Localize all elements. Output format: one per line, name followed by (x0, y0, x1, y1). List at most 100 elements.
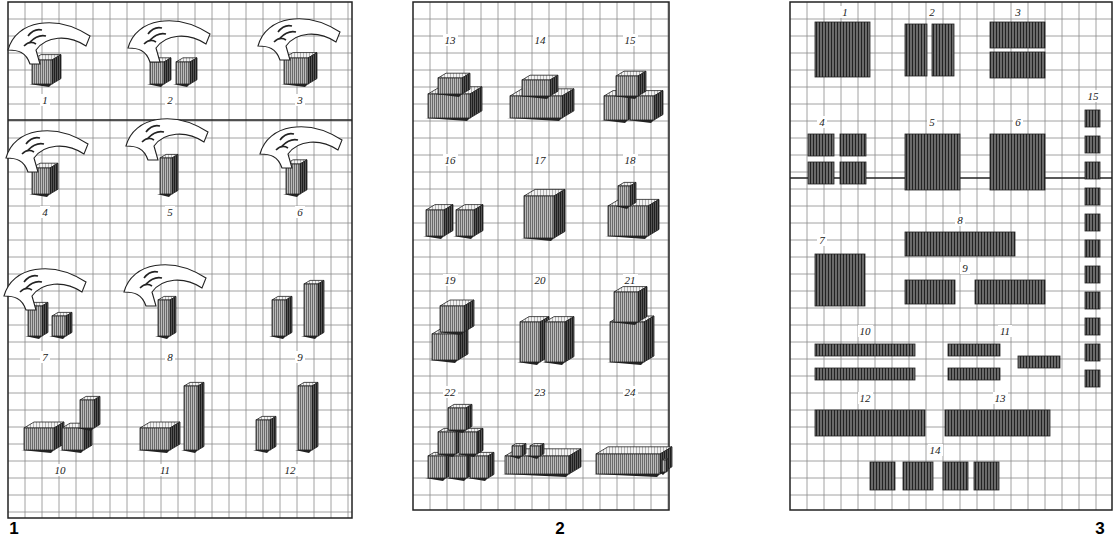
building-block (435, 73, 470, 97)
building-block (517, 317, 549, 365)
block-shadow (29, 194, 50, 197)
block-front (272, 300, 286, 336)
block-side (444, 205, 453, 236)
grid-line (280, 2, 281, 518)
block-shadow (147, 84, 164, 87)
flat-block (975, 280, 1045, 304)
building-block (593, 447, 672, 477)
flat-block (1018, 356, 1060, 368)
figure-number: 1 (840, 6, 850, 18)
grid-line (790, 359, 1112, 360)
building-block (456, 428, 483, 457)
block-shadow (77, 428, 94, 431)
block-shadow (607, 362, 644, 365)
block-front (545, 322, 565, 362)
block-side (50, 163, 58, 194)
flat-block (905, 134, 960, 190)
hand-drawing (126, 119, 208, 160)
grid-line (8, 461, 352, 462)
plate-number: 3 (1093, 520, 1106, 539)
grid-line (583, 2, 584, 510)
figure-number: 12 (283, 464, 298, 476)
hand-drawing (8, 23, 90, 64)
block-side (660, 447, 672, 474)
grid-line (790, 325, 1112, 326)
grid-line (229, 2, 230, 518)
block-front (524, 196, 554, 238)
building-block (269, 296, 292, 339)
flat-block (990, 134, 1045, 190)
block-front (616, 76, 638, 96)
figure-number: 15 (1086, 90, 1101, 102)
grid-line (413, 495, 669, 496)
block-shadow (601, 120, 628, 123)
plate-number: 2 (553, 520, 566, 539)
grid-line (8, 291, 352, 292)
block-side (644, 316, 654, 362)
flat-block (1085, 344, 1100, 361)
grid-panel (413, 2, 669, 510)
grid-line (790, 308, 1112, 309)
block-front (520, 322, 540, 362)
figure-number: 7 (40, 351, 50, 363)
block-shadow (155, 336, 170, 339)
block-shadow (507, 118, 562, 121)
grid-line (498, 2, 499, 510)
figure-number: 3 (295, 94, 305, 106)
grid-line (8, 257, 352, 258)
block-shadow (269, 336, 286, 339)
panel-ground (8, 2, 352, 518)
block-shadow (437, 332, 464, 335)
block-front (428, 94, 470, 118)
flat-block (990, 22, 1045, 48)
block-shadow (295, 450, 312, 453)
block-side (630, 182, 636, 206)
block-front (608, 206, 648, 236)
hand-drawing (258, 19, 340, 60)
flat-block (1085, 188, 1100, 205)
block-shadow (453, 236, 474, 239)
block-side (488, 452, 494, 478)
block-side (648, 199, 659, 236)
block-side (170, 296, 176, 336)
figure-number: 14 (928, 444, 943, 456)
flat-block (943, 462, 968, 490)
building-block (295, 382, 318, 453)
flat-block (1085, 240, 1100, 257)
figure-number: 20 (533, 274, 548, 286)
block-shadow (435, 454, 456, 457)
hand-drawing (128, 21, 210, 62)
figure-number: 12 (858, 392, 873, 404)
building-block (157, 154, 178, 197)
block-shadow (605, 236, 648, 239)
block-shadow (423, 236, 444, 239)
block-front (80, 400, 94, 428)
figure-number: 7 (817, 234, 827, 246)
grid-line (790, 223, 1112, 224)
block-shadow (445, 430, 466, 433)
hand-drawing (124, 265, 206, 306)
flat-block (815, 344, 915, 356)
building-block (437, 300, 474, 335)
building-block (467, 452, 494, 481)
block-shadow (521, 238, 554, 241)
flat-block (1085, 266, 1100, 283)
block-shadow (59, 450, 84, 453)
figure-number: 9 (295, 351, 305, 363)
block-shadow (253, 450, 270, 453)
block-shadow (517, 362, 540, 365)
figure-number: 5 (927, 116, 937, 128)
block-shadow (157, 194, 172, 197)
building-block (301, 280, 324, 339)
hand-drawing (6, 131, 88, 172)
block-side (286, 296, 292, 336)
grid-line (348, 2, 349, 518)
building-block (77, 396, 100, 431)
grid-line (1062, 2, 1063, 510)
grid-line (127, 2, 128, 518)
block-shadow (283, 194, 300, 197)
block-front (158, 300, 170, 336)
panel-border (413, 2, 669, 510)
grid-panel (8, 2, 352, 518)
figure-number: 3 (1013, 6, 1023, 18)
